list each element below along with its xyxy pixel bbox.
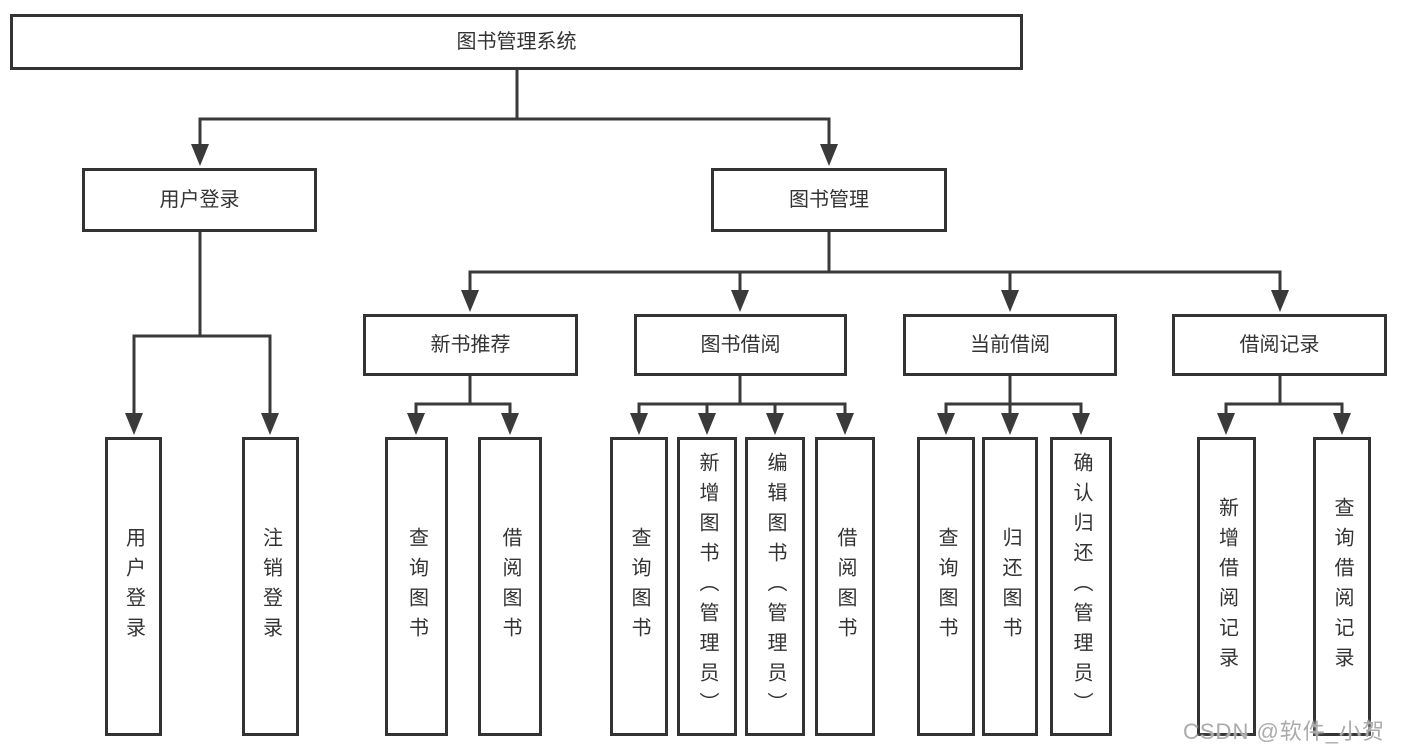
node-book-management-label: 图书管理	[789, 189, 869, 211]
leaf-edit-books-admin: 编辑图书（管理员）	[745, 437, 805, 736]
connector-root-to-level2	[191, 68, 838, 166]
connector-user-login-children	[125, 230, 279, 435]
leaf-user-login-label: 用户登录	[122, 526, 145, 647]
leaf-current-query-books: 查询图书	[917, 437, 975, 736]
connector-borrow-records-children	[1217, 374, 1351, 435]
leaf-newbooks-borrow-books: 借阅图书	[478, 437, 542, 736]
leaf-add-borrow-record-label: 新增借阅记录	[1215, 496, 1238, 677]
node-borrowing-records: 借阅记录	[1172, 314, 1387, 376]
leaf-logout: 注销登录	[242, 437, 299, 736]
leaf-query-borrow-record-label: 查询借阅记录	[1331, 496, 1353, 677]
leaf-add-books-admin: 新增图书（管理员）	[677, 437, 737, 736]
leaf-add-borrow-record: 新增借阅记录	[1197, 437, 1256, 736]
connector-new-books-children	[407, 374, 519, 435]
leaf-return-books: 归还图书	[982, 437, 1038, 736]
node-user-login: 用户登录	[82, 168, 317, 232]
node-new-book-recommendation: 新书推荐	[363, 314, 578, 376]
connector-current-borrowing-children	[937, 374, 1090, 435]
leaf-newbooks-query-books-label: 查询图书	[405, 526, 428, 647]
csdn-watermark: CSDN @软件_小贺同学	[1183, 719, 1386, 744]
leaf-borrow-books-label: 借阅图书	[834, 526, 856, 647]
leaf-current-query-books-label: 查询图书	[935, 526, 957, 647]
leaf-return-books-label: 归还图书	[999, 526, 1021, 647]
connector-book-borrowing-children	[630, 374, 854, 435]
connector-book-management-children	[461, 230, 1289, 312]
node-user-login-label: 用户登录	[159, 189, 240, 211]
leaf-borrowing-query-books: 查询图书	[610, 437, 668, 736]
leaf-newbooks-borrow-books-label: 借阅图书	[499, 526, 521, 647]
node-book-borrowing: 图书借阅	[634, 314, 847, 376]
leaf-confirm-return-admin-label: 确认归还（管理员）	[1070, 451, 1092, 722]
node-current-borrowing-label: 当前借阅	[970, 334, 1050, 356]
leaf-edit-books-admin-label: 编辑图书（管理员）	[764, 451, 786, 722]
leaf-add-books-admin-label: 新增图书（管理员）	[696, 451, 718, 722]
leaf-user-login: 用户登录	[105, 437, 162, 736]
leaf-borrow-books: 借阅图书	[815, 437, 875, 736]
node-library-system: 图书管理系统	[10, 14, 1023, 70]
leaf-confirm-return-admin: 确认归还（管理员）	[1050, 437, 1112, 736]
node-borrowing-records-label: 借阅记录	[1239, 334, 1320, 356]
node-book-borrowing-label: 图书借阅	[700, 334, 781, 356]
node-current-borrowing: 当前借阅	[903, 314, 1117, 376]
node-new-book-recommendation-label: 新书推荐	[430, 334, 511, 356]
leaf-newbooks-query-books: 查询图书	[385, 437, 448, 736]
node-library-system-label: 图书管理系统	[456, 31, 577, 53]
leaf-borrowing-query-books-label: 查询图书	[628, 526, 650, 647]
node-book-management: 图书管理	[711, 168, 947, 232]
leaf-logout-label: 注销登录	[259, 526, 282, 647]
leaf-query-borrow-record: 查询借阅记录	[1313, 437, 1371, 736]
